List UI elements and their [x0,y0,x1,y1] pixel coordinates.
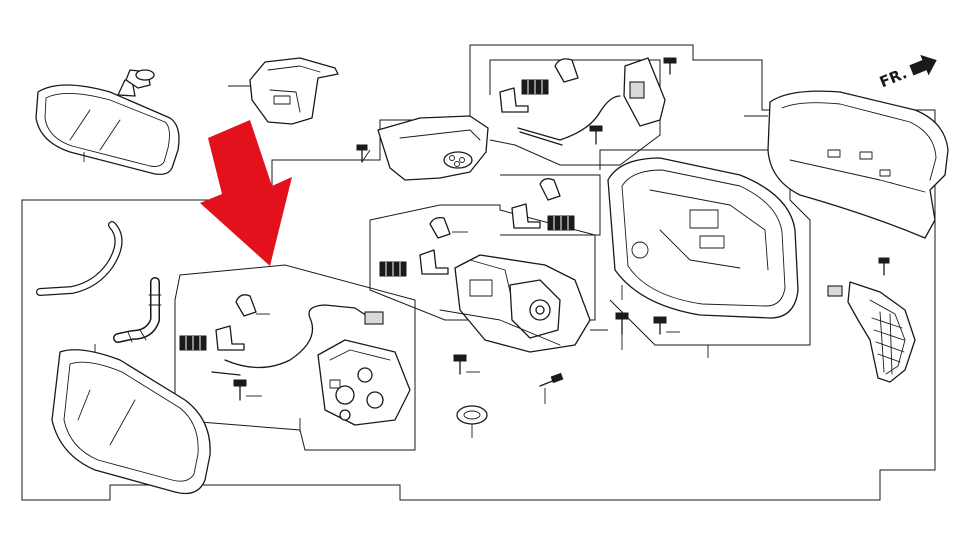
mirror-glass [51,344,211,495]
mirror-skull-cover [744,90,949,239]
actuator-harness-assembly [179,294,411,432]
mirror-base-garnish [356,115,489,181]
power-mirror-motor-unit [379,216,608,438]
top-harness-assembly [499,57,677,146]
mount-cover [228,57,339,125]
rearview-mirror [35,69,180,176]
housing-box [599,149,811,346]
middle-harness-assembly [511,178,575,231]
middle-harness-box [500,174,601,236]
red-pointer-arrow-icon [200,120,292,266]
turn-signal-lamp [827,257,916,383]
direction-label: FR. [877,64,910,91]
mirror-housing [607,157,799,319]
front-direction-arrow-icon: FR. [877,54,937,91]
main-assembly-outline [21,44,936,501]
drain-hoses [36,221,162,343]
housing-screws [615,312,709,358]
actuator-harness-box [174,264,416,451]
lamp-lens-grid [871,311,905,375]
